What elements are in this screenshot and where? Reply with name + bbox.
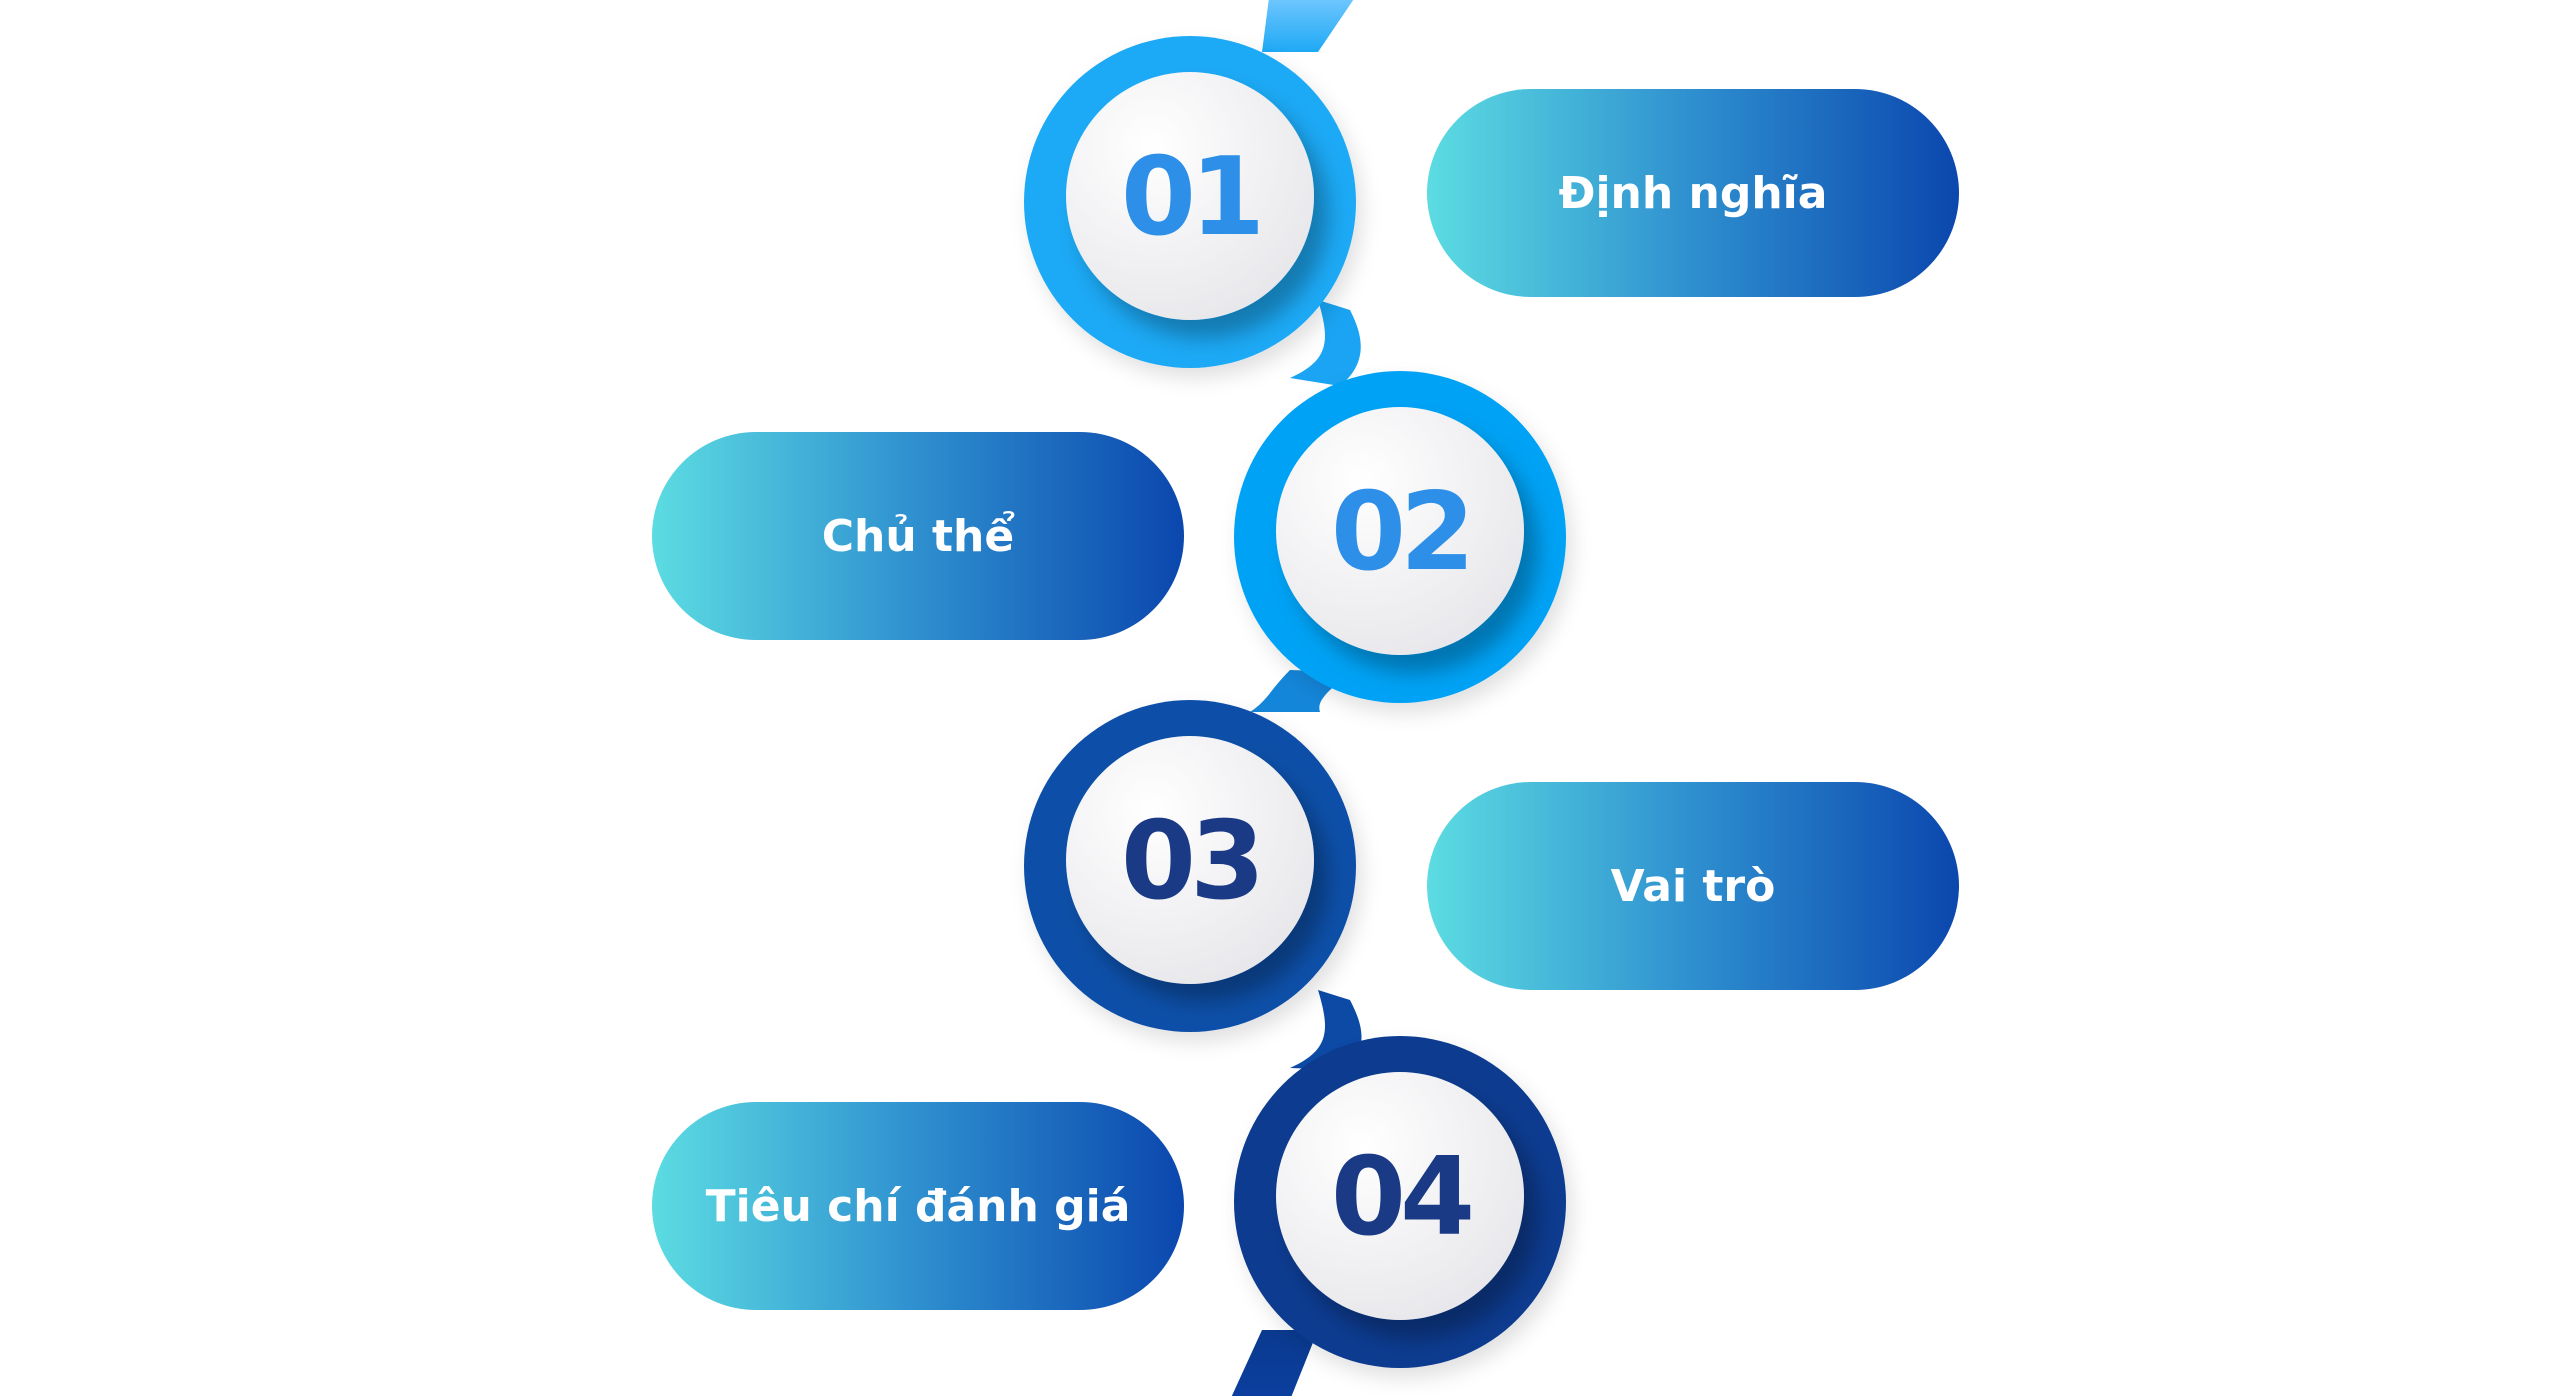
step-4: 04 [1234,1036,1566,1368]
step-2-number: 02 [1331,470,1469,595]
step-3-number: 03 [1121,799,1259,924]
step-4-number: 04 [1331,1135,1471,1260]
step-1-disc [1066,72,1314,320]
connector-top-tail [1262,0,1354,52]
step-1: 01 [1024,36,1356,368]
step-2: 02 [1234,371,1566,703]
step-2-label: Chủ thể [822,510,1015,562]
step-4-disc [1276,1072,1524,1320]
step-1-label: Định nghĩa [1559,168,1828,219]
step-2-pill: Chủ thể [652,432,1184,640]
connector-1-2 [1290,300,1361,386]
step-4-label: Tiêu chí đánh giá [706,1181,1131,1232]
step-2-disc [1276,407,1524,655]
step-3-pill: Vai trò [1427,782,1959,990]
step-1-number: 01 [1121,135,1259,260]
step-4-pill: Tiêu chí đánh giá [652,1102,1184,1310]
step-3: 03 [1024,700,1356,1032]
step-3-label: Vai trò [1611,861,1776,912]
step-1-pill: Định nghĩa [1427,89,1959,297]
connector-bottom-tail [1231,1330,1318,1396]
step-3-disc [1066,736,1314,984]
